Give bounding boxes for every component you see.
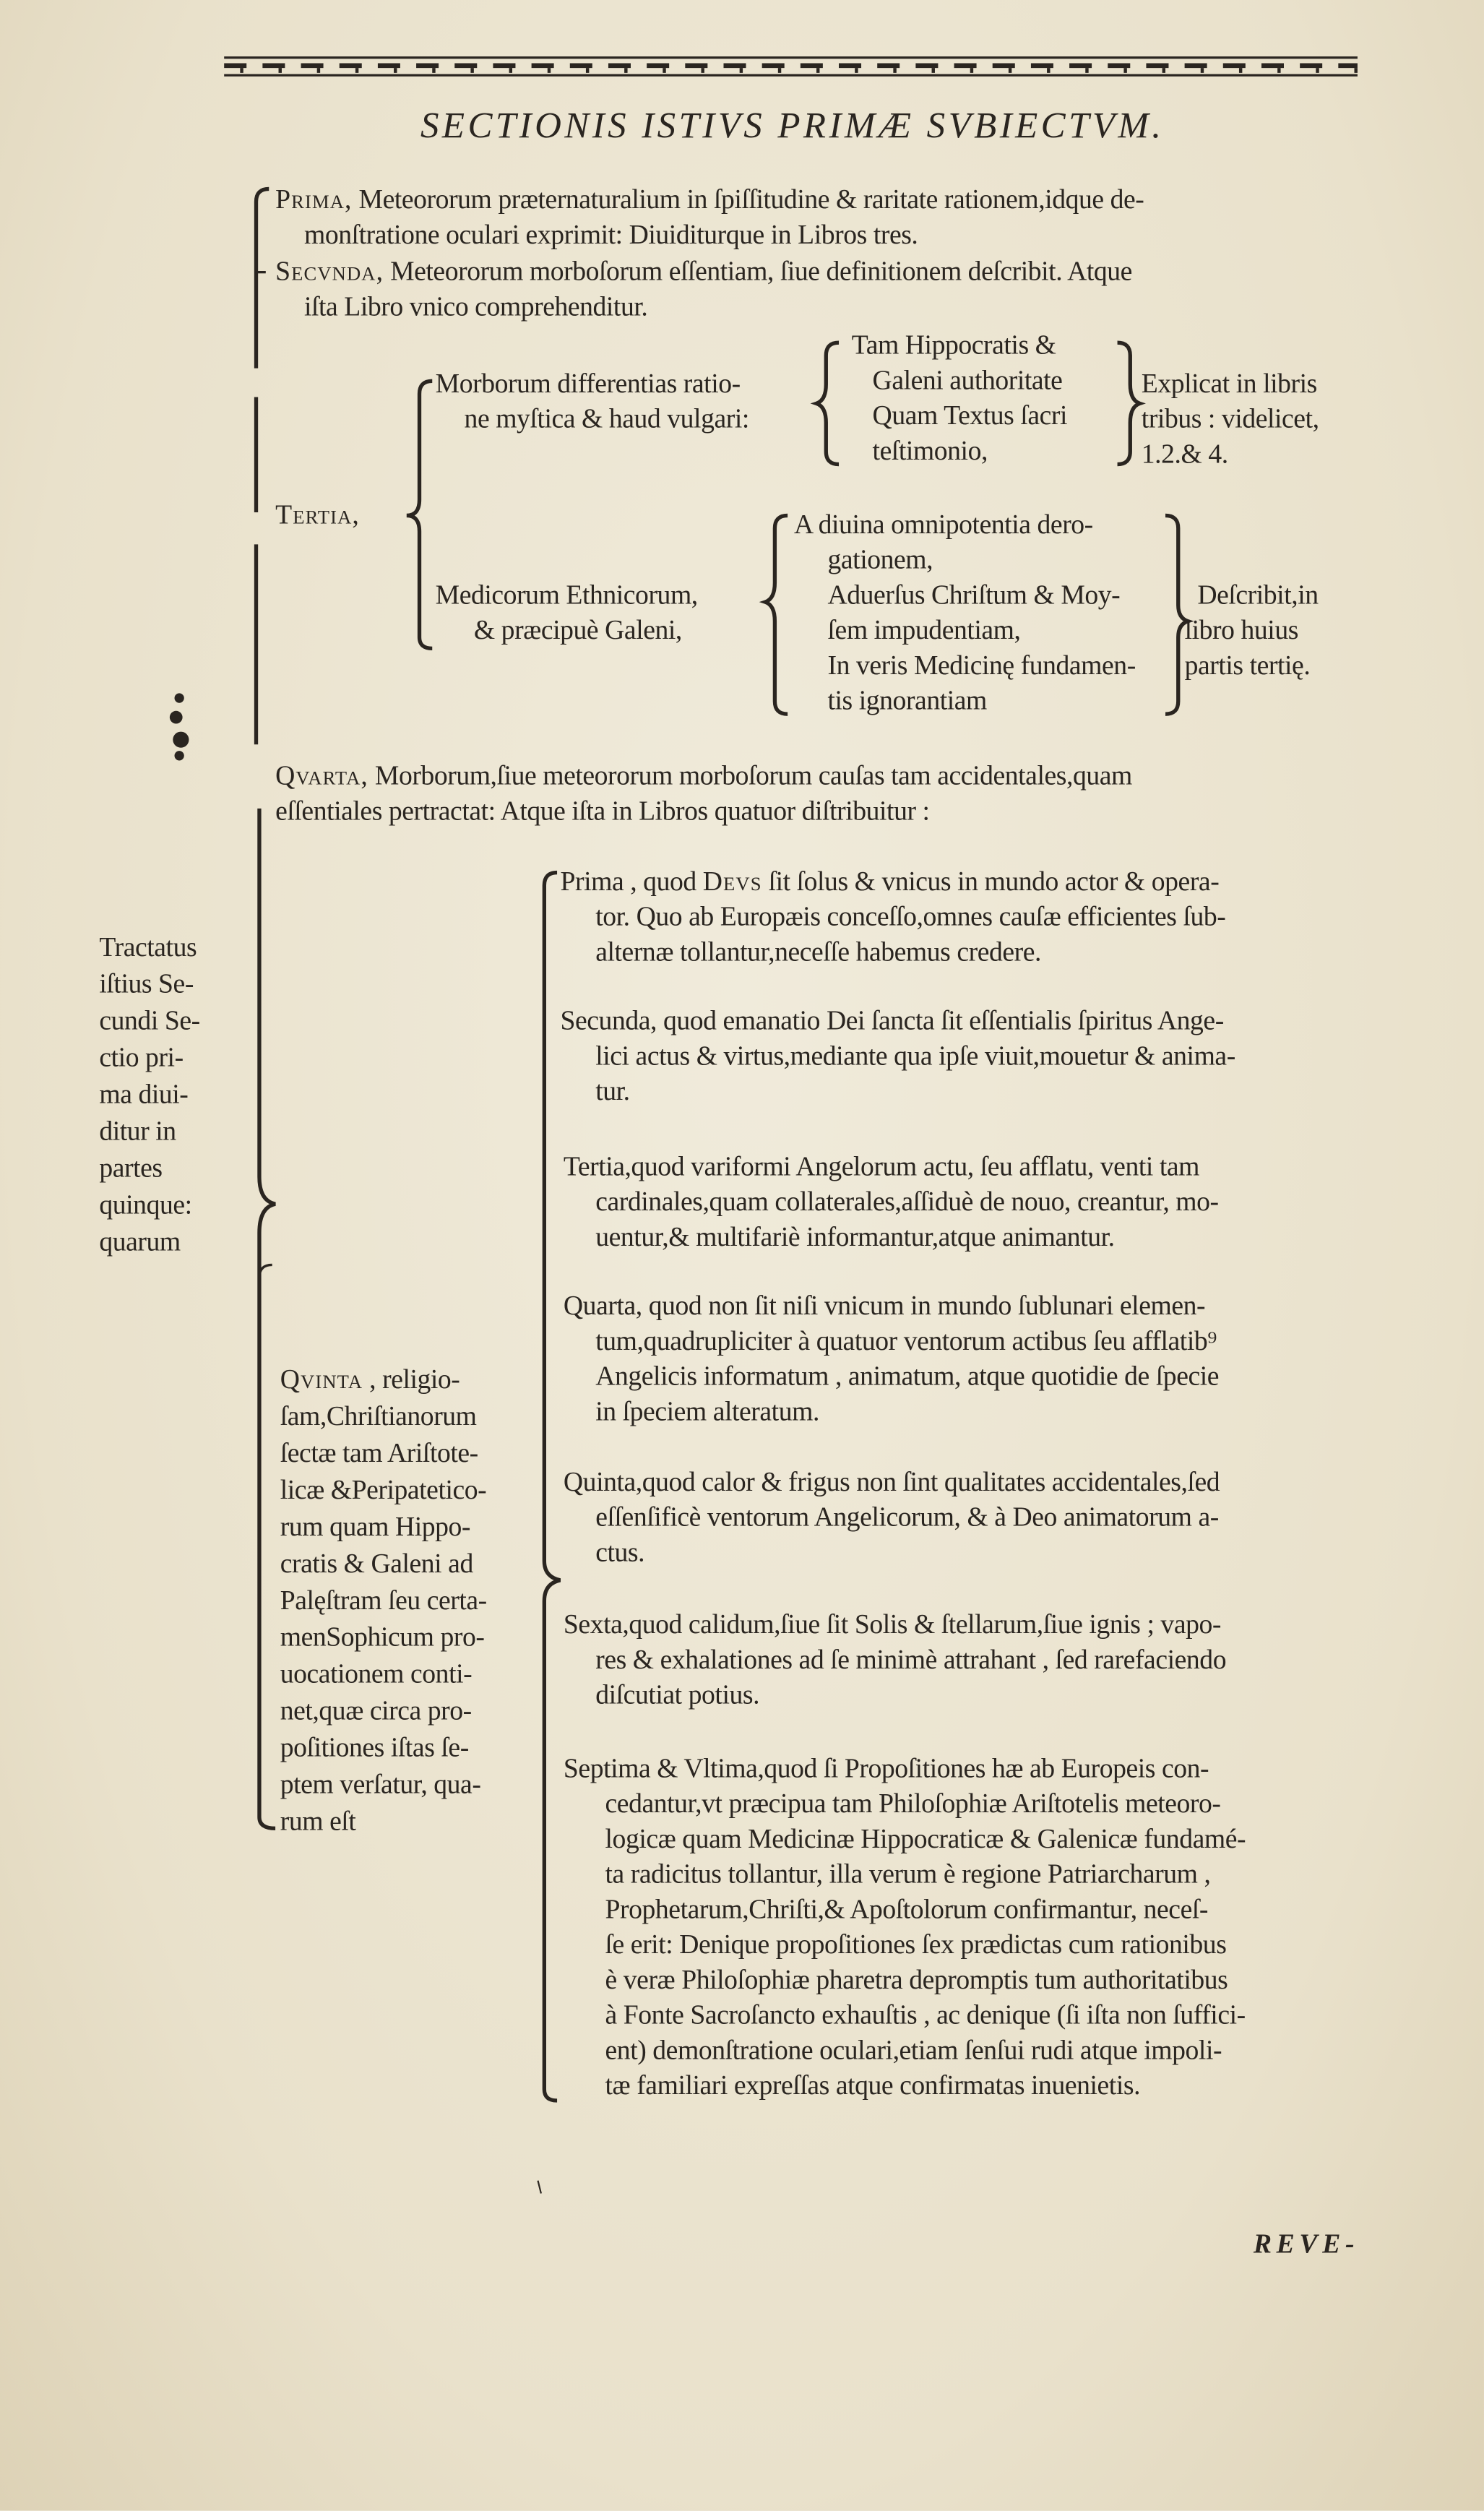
p7-line: logicæ quam Medicinæ Hippocraticæ & Gale…: [605, 1823, 1246, 1854]
quinta-col-line: Qvinta , religio-: [280, 1364, 460, 1395]
quarta-line: eſſentiales pertractat: Atque iſta in Li…: [275, 796, 930, 827]
prima-line: Prima, Meteororum præternaturalium in ſp…: [275, 184, 1144, 215]
p3-line: Tertia,quod variformi Angelorum actu, ſe…: [563, 1151, 1200, 1182]
medicorum-line: Medicorum Ethnicorum,: [435, 580, 699, 611]
p7-line: cedantur,vt præcipua tam Philoſophiæ Ari…: [605, 1788, 1221, 1819]
tertia-label-line: Tertia,: [275, 499, 360, 531]
main-left-bracket: [254, 186, 269, 745]
quinta-col-line: net,quæ circa pro-: [280, 1695, 472, 1726]
secunda-line: iſta Libro vnico comprehenditur.: [303, 291, 648, 322]
tractatus-line: ma diui-: [99, 1079, 189, 1110]
p7-line: ent) demonſtratione oculari,etiam ſenſui…: [605, 2035, 1222, 2066]
morborum-line: Morborum differentias ratio-: [435, 368, 741, 399]
tertia-brace: [406, 379, 433, 651]
p2-line: tur.: [595, 1075, 630, 1107]
quinta-col-line: Palęſtram ſeu certa-: [280, 1585, 488, 1616]
tractatus-line: quinque:: [99, 1189, 192, 1220]
quinta-col-line: ſam,Chriſtianorum: [280, 1400, 477, 1431]
p5-line: eſſenſificè ventorum Angelicorum, & à De…: [595, 1502, 1219, 1533]
small-caps-lead: Qvinta: [280, 1364, 363, 1395]
describit-line: libro huius: [1184, 614, 1299, 645]
secunda-line: Secvnda, Meteororum morboſorum eſſentiam…: [275, 256, 1132, 287]
explicat-line: Explicat in libris: [1141, 368, 1318, 399]
p7-line: Prophetarum,Chriſti,& Apoſtolorum confir…: [605, 1894, 1209, 1925]
quinta-col-line: poſitiones iſtas ſe-: [280, 1732, 470, 1763]
p5-line: Quinta,quod calor & frigus non ſint qual…: [563, 1466, 1220, 1497]
quinta-col-line: uocationem conti-: [280, 1658, 473, 1689]
p6-line: diſcutiat potius.: [595, 1679, 760, 1710]
quinta-col-line: cratis & Galeni ad: [280, 1548, 474, 1579]
p7-line: ta radicitus tollantur, illa verum è reg…: [605, 1859, 1211, 1890]
tractatus-line: iſtius Se-: [99, 968, 194, 999]
p4-line: Quarta, quod non ſit niſi vnicum in mund…: [563, 1290, 1206, 1321]
diuina-line: Aduerſus Chriſtum & Moy-: [827, 580, 1121, 611]
p3-line: uentur,& multifariè informantur,atque an…: [595, 1221, 1115, 1252]
tam-line: Galeni authoritate: [872, 365, 1063, 396]
quinta-col-line: ſectæ tam Ariſtote-: [280, 1437, 478, 1468]
p7-line: tæ familiari expreſſas atque confirmatas…: [605, 2069, 1141, 2101]
describit-line: Deſcribit,in: [1197, 580, 1319, 611]
p1-line: Prima , quod Devs ſit ſolus & vnicus in …: [560, 866, 1220, 897]
page-title: SECTIONIS ISTIVS PRIMÆ SVBIECTVM.: [420, 105, 1165, 146]
tam-line: teſtimonio,: [872, 435, 988, 466]
small-caps-lead: Tertia,: [275, 499, 360, 530]
diuina-line: gationem,: [827, 544, 933, 575]
diuina-line: ſem impudentiam,: [827, 614, 1021, 645]
brace-morborum: [810, 340, 840, 467]
p7-line: è veræ Philoſophiæ pharetra depromptis t…: [605, 1964, 1228, 1995]
small-caps-lead: Qvarta,: [275, 760, 368, 791]
diuina-line: A diuina omnipotentia dero-: [793, 509, 1093, 540]
explicat-line: 1.2.& 4.: [1141, 439, 1228, 470]
p2-line: Secunda, quod emanatio Dei ſancta ſit eſ…: [560, 1005, 1224, 1036]
p4-line: in ſpeciem alteratum.: [595, 1396, 819, 1427]
p1-line: alternæ tollantur,neceſſe habemus creder…: [595, 936, 1042, 968]
p3-line: cardinales,quam collaterales,aſſiduè de …: [595, 1186, 1219, 1217]
tractatus-line: ditur in: [99, 1116, 176, 1147]
diuina-line: tis ignorantiam: [827, 685, 988, 716]
p7-line: Septima & Vltima,quod ſi Propoſitiones h…: [563, 1753, 1209, 1784]
catchword: REVE-: [1253, 2228, 1360, 2260]
small-caps-lead: Devs: [702, 866, 762, 897]
quinta-col-line: ptem verſatur, qua-: [280, 1769, 481, 1800]
quinta-col-line: licæ &Peripatetico-: [280, 1474, 487, 1505]
quinta-brace: [258, 1263, 272, 1809]
p6-line: res & exhalationes ad ſe minimè attrahan…: [595, 1644, 1227, 1675]
tractatus-line: Tractatus: [99, 931, 197, 962]
brace-tam-right: [1117, 340, 1146, 467]
p4-line: Angelicis informatum , animatum, atque q…: [595, 1361, 1220, 1392]
small-caps-lead: Secvnda,: [275, 256, 384, 287]
propositions-brace: [542, 870, 561, 2103]
tam-line: Tam Hippocratis &: [851, 330, 1056, 361]
prima-line: monſtratione oculari exprimit: Diuiditur…: [303, 219, 918, 250]
brace-diuina-right: [1165, 513, 1194, 716]
header-ornament-band: [224, 56, 1358, 77]
medicorum-line: & præcipuè Galeni,: [473, 614, 683, 645]
brace-medicorum: [759, 513, 788, 716]
small-caps-lead: Prima,: [275, 184, 353, 215]
tractatus-line: partes: [99, 1153, 163, 1184]
ornament-fleuron: [169, 693, 189, 761]
p1-line: tor. Quo ab Europæis conceſſo,omnes cauſ…: [595, 901, 1226, 932]
quarta-line: Qvarta, Morborum,ſiue meteororum morboſo…: [275, 760, 1132, 791]
p7-line: à Fonte Sacroſancto exhauſtis , ac deniq…: [605, 1999, 1246, 2030]
explicat-line: tribus : videlicet,: [1141, 403, 1319, 434]
morborum-line: ne myſtica & haud vulgari:: [464, 403, 750, 434]
quinta-col-line: rum eſt: [280, 1806, 356, 1837]
p5-line: ctus.: [595, 1537, 645, 1568]
quinta-col-line: rum quam Hippo-: [280, 1511, 471, 1542]
p7-line: ſe erit: Denique propoſitiones ſex prædi…: [605, 1929, 1227, 1960]
stray-mark: [537, 2180, 542, 2194]
tractatus-line: cundi Se-: [99, 1005, 200, 1036]
tractatus-line: ctio pri-: [99, 1042, 184, 1073]
p6-line: Sexta,quod calidum,ſiue ſit Solis & ſtel…: [563, 1608, 1222, 1640]
quinta-col-line: menSophicum pro-: [280, 1621, 485, 1653]
tractatus-line: quarum: [99, 1226, 181, 1257]
p2-line: lici actus & virtus,mediante qua ipſe vi…: [595, 1041, 1235, 1072]
tam-line: Quam Textus ſacri: [872, 400, 1068, 431]
diuina-line: In veris Medicinę fundamen-: [827, 650, 1136, 681]
describit-line: partis tertię.: [1184, 650, 1311, 681]
tractatus-brace: [257, 808, 276, 1830]
p4-line: tum,quadrupliciter à quatuor ventorum ac…: [595, 1325, 1217, 1356]
